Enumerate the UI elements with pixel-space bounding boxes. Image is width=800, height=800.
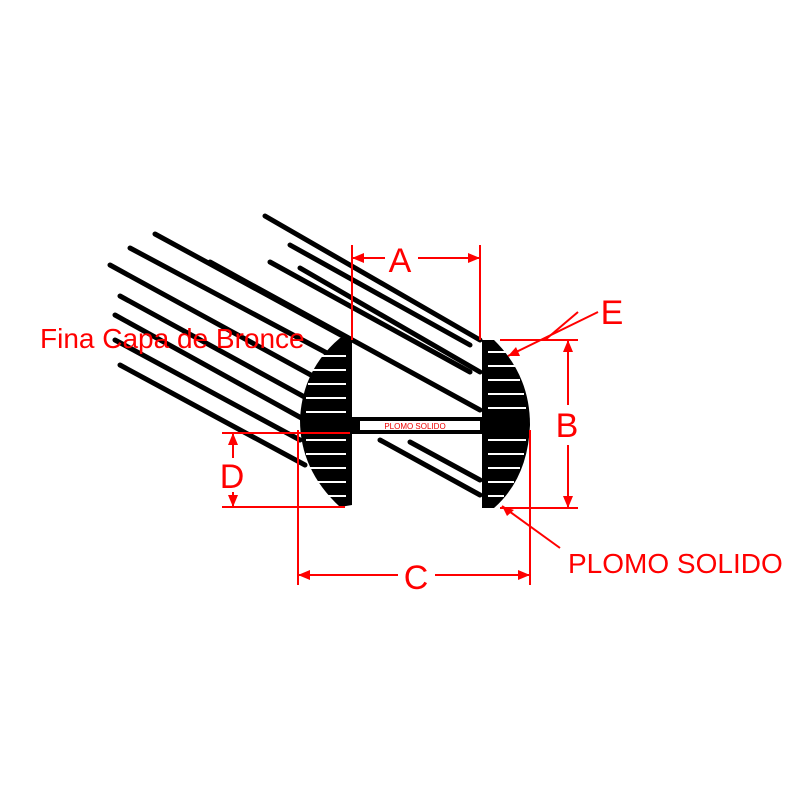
streak-line [262,213,483,343]
streak-line [112,312,308,423]
dimension-d-label: D [220,458,245,496]
coating-label: Fina Capa de Bronce [40,323,305,354]
streak-line [207,259,483,413]
streak-line [127,245,343,363]
dimension-a-label: A [389,242,412,280]
profile-length-lines [107,213,483,498]
streak-line [112,337,303,443]
core-label-center: PLOMO SOLIDO [384,422,445,431]
dimension-e-label: E [601,294,624,332]
dimension-c-label: C [404,559,429,597]
streak-line [117,293,313,403]
core-label: PLOMO SOLIDO [568,548,783,579]
streak-line [407,439,483,483]
streak-line [107,262,323,383]
arrowheads [228,253,573,580]
streak-line [267,259,473,375]
streak-line [297,265,483,375]
streak-line [287,242,473,348]
left-flange [300,338,352,507]
center-web [350,417,484,434]
right-flange [482,340,530,508]
dimension-lines [222,245,599,585]
streak-line [117,362,308,468]
streak-line [377,437,483,498]
dimension-b-label: B [556,407,579,445]
